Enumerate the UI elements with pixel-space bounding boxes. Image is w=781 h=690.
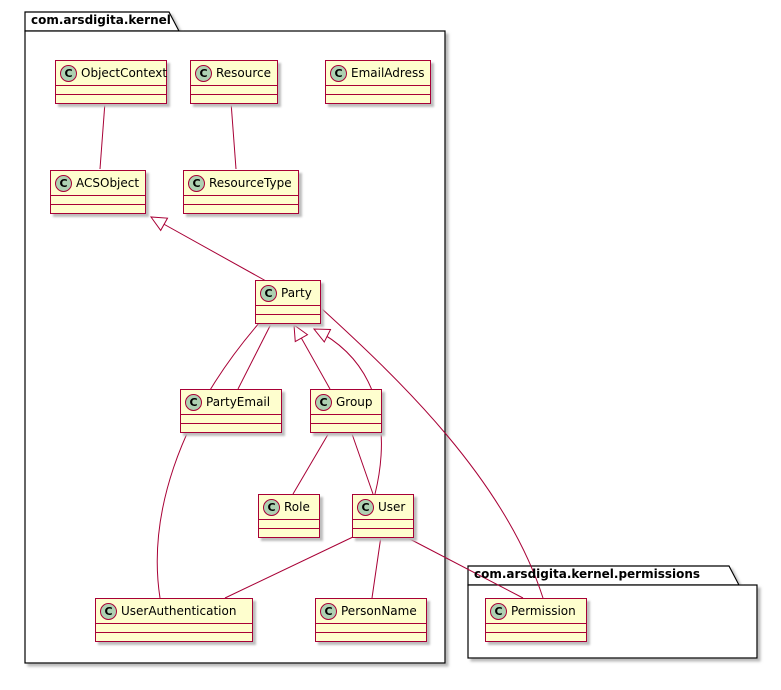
fields-compartment	[486, 623, 586, 632]
class-stereotype-icon: C	[315, 393, 332, 411]
class-box-emailadress: C EmailAdress	[325, 60, 431, 104]
edge-permission-party	[320, 307, 544, 599]
fields-compartment	[316, 623, 426, 632]
edge-group-role	[292, 430, 331, 495]
class-box-userauthentication: C UserAuthentication	[95, 598, 253, 642]
methods-compartment	[184, 204, 298, 213]
edge-party-partyemail	[237, 321, 273, 390]
edge-user-personname	[371, 535, 382, 599]
class-box-permission: C Permission	[485, 598, 587, 642]
class-name: EmailAdress	[351, 66, 425, 80]
methods-compartment	[191, 94, 277, 103]
class-name: Group	[336, 395, 373, 409]
package-label-kernel: com.arsdigita.kernel	[31, 13, 171, 27]
fields-compartment	[353, 519, 413, 528]
class-name: User	[378, 500, 406, 514]
methods-compartment	[326, 94, 430, 103]
methods-compartment	[96, 632, 252, 641]
class-stereotype-icon: C	[260, 284, 277, 302]
class-box-party: C Party	[255, 280, 321, 324]
edge-objectcontext-acsobject	[99, 101, 106, 170]
class-stereotype-icon: C	[188, 174, 205, 192]
edge-resource-resourcetype	[230, 101, 237, 170]
class-stereotype-icon: C	[490, 602, 507, 620]
methods-compartment	[353, 528, 413, 537]
class-stereotype-icon: C	[320, 602, 337, 620]
class-name: Party	[281, 286, 312, 300]
edge-party-acsobject-generalization	[149, 216, 267, 282]
class-name: Permission	[511, 604, 576, 618]
class-name: PersonName	[341, 604, 417, 618]
fields-compartment	[191, 85, 277, 94]
methods-compartment	[51, 204, 145, 213]
methods-compartment	[311, 423, 381, 432]
class-stereotype-icon: C	[60, 64, 77, 82]
class-stereotype-icon: C	[100, 602, 117, 620]
edge-party-userauthentication	[156, 321, 261, 599]
edge-user-userauthentication	[224, 535, 356, 599]
class-stereotype-icon: C	[357, 498, 374, 516]
class-name: ResourceType	[209, 176, 292, 190]
class-stereotype-icon: C	[55, 174, 72, 192]
edge-group-party-generalization	[293, 323, 331, 390]
methods-compartment	[316, 632, 426, 641]
class-box-resource: C Resource	[190, 60, 278, 104]
class-box-role: C Role	[258, 494, 320, 538]
class-box-user: C User	[352, 494, 414, 538]
fields-compartment	[51, 195, 145, 204]
package-label-permissions: com.arsdigita.kernel.permissions	[474, 567, 701, 581]
class-name: PartyEmail	[206, 395, 271, 409]
edge-user-permission	[403, 535, 524, 599]
class-box-objectcontext: C ObjectContext	[55, 60, 167, 104]
class-stereotype-icon: C	[185, 393, 202, 411]
class-name: UserAuthentication	[121, 604, 237, 618]
fields-compartment	[184, 195, 298, 204]
fields-compartment	[96, 623, 252, 632]
class-box-resourcetype: C ResourceType	[183, 170, 299, 214]
fields-compartment	[56, 85, 166, 94]
methods-compartment	[256, 314, 320, 323]
class-name: ObjectContext	[81, 66, 168, 80]
class-name: Role	[284, 500, 310, 514]
methods-compartment	[56, 94, 166, 103]
class-box-acsobject: C ACSObject	[50, 170, 146, 214]
fields-compartment	[181, 414, 281, 423]
class-stereotype-icon: C	[330, 64, 347, 82]
package-kernel-shape	[24, 11, 446, 664]
fields-compartment	[311, 414, 381, 423]
class-name: Resource	[216, 66, 272, 80]
class-name: ACSObject	[76, 176, 140, 190]
class-box-personname: C PersonName	[315, 598, 427, 642]
methods-compartment	[181, 423, 281, 432]
class-box-partyemail: C PartyEmail	[180, 389, 282, 433]
class-stereotype-icon: C	[195, 64, 212, 82]
class-stereotype-icon: C	[263, 498, 280, 516]
methods-compartment	[486, 632, 586, 641]
fields-compartment	[259, 519, 319, 528]
methods-compartment	[259, 528, 319, 537]
fields-compartment	[326, 85, 430, 94]
edge-group-user	[350, 430, 374, 495]
class-box-group: C Group	[310, 389, 382, 433]
fields-compartment	[256, 305, 320, 314]
